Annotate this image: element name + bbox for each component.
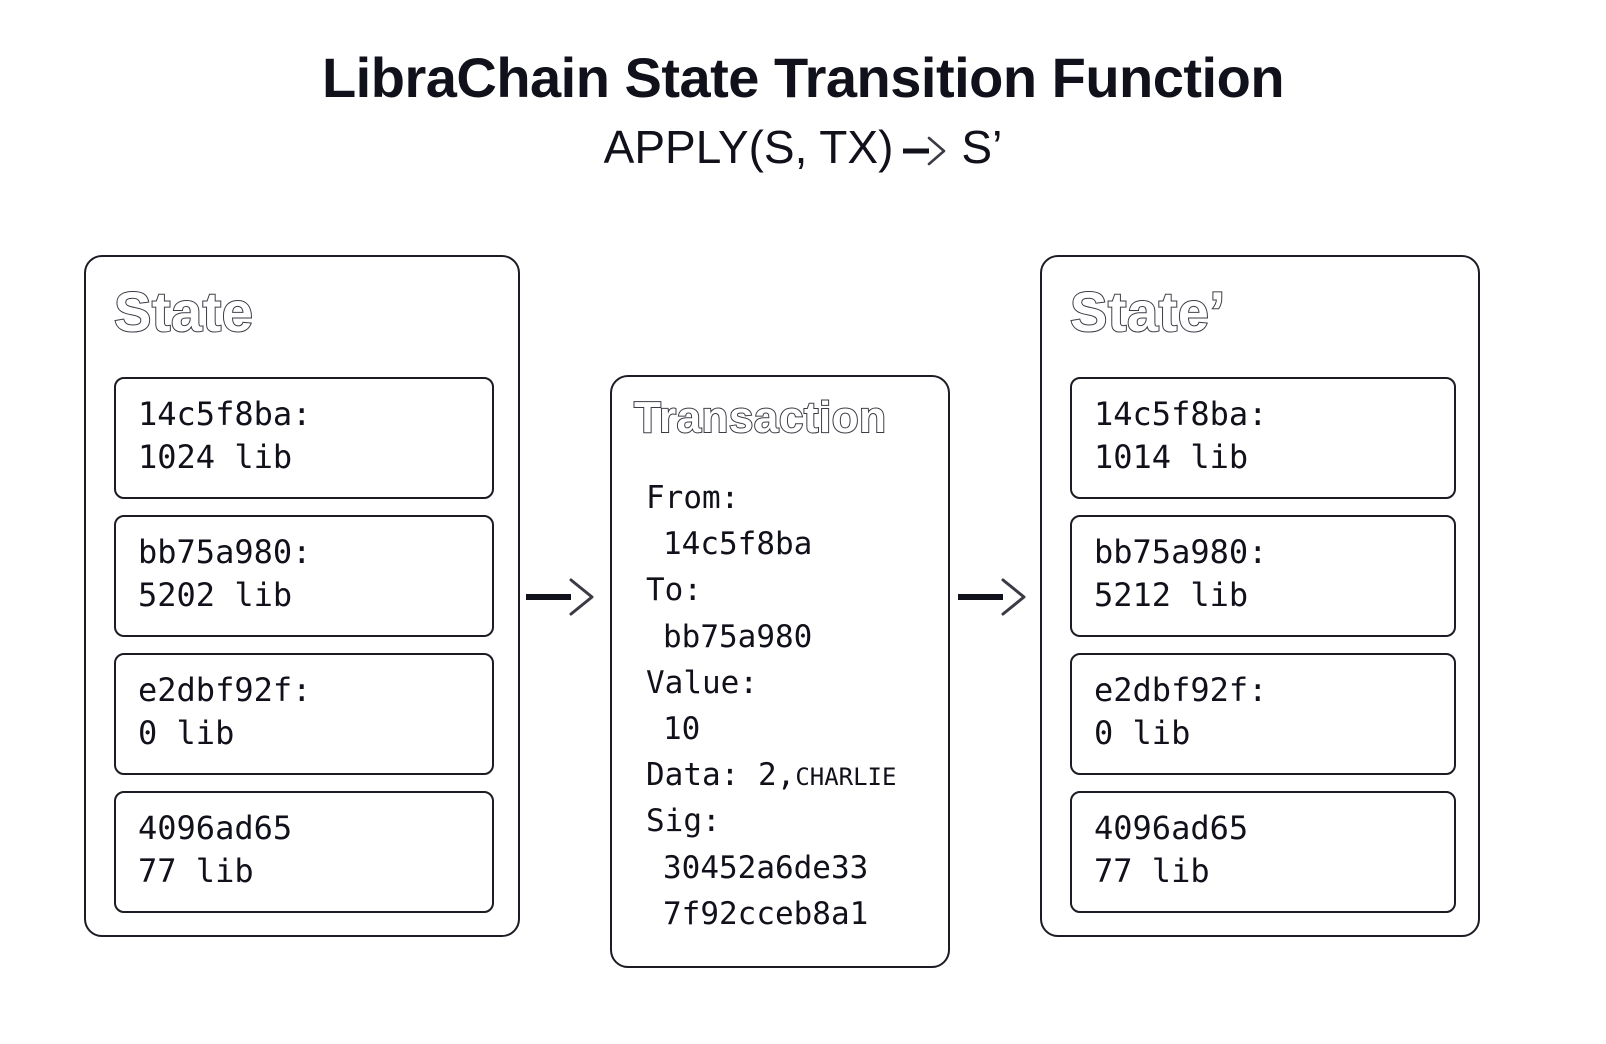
- page-title: LibraChain State Transition Function: [321, 46, 1285, 109]
- account-row: bb75a980: 5212 lib: [1070, 515, 1456, 637]
- account-row: 4096ad65 77 lib: [114, 791, 494, 913]
- tx-data-row: Data: 2,CHARLIE: [646, 752, 946, 798]
- account-row: 14c5f8ba: 1014 lib: [1070, 377, 1456, 499]
- formula-right: S’: [961, 121, 1003, 174]
- tx-to-label: To:: [646, 572, 702, 609]
- account-address: 14c5f8ba:: [1094, 395, 1268, 433]
- tx-value-label: Value:: [646, 664, 758, 701]
- tx-sig-line-2: 7f92cceb8a1: [663, 895, 869, 932]
- transaction-heading: Transaction: [633, 392, 887, 443]
- account-row: bb75a980: 5202 lib: [114, 515, 494, 637]
- tx-from-value: 14c5f8ba: [663, 526, 813, 563]
- account-balance: 1014 lib: [1094, 437, 1249, 476]
- account-balance: 77 lib: [138, 851, 254, 890]
- tx-data-value: 2,: [757, 757, 796, 794]
- tx-data-label: Data:: [646, 757, 758, 794]
- account-address: e2dbf92f:: [138, 671, 312, 709]
- state-before-heading: State: [113, 279, 254, 344]
- transaction-panel: Transaction From: 14c5f8ba To: bb75a980 …: [610, 375, 950, 968]
- account-balance: 5202 lib: [138, 575, 293, 614]
- tx-sig-line-1: 30452a6de33: [663, 849, 869, 886]
- tx-data-tag: CHARLIE: [795, 763, 897, 792]
- tx-from-label: From:: [646, 480, 740, 516]
- tx-sig-label: Sig:: [646, 803, 721, 840]
- state-after-panel: State’ 14c5f8ba: 1014 lib bb75a980: 5212…: [1040, 255, 1480, 937]
- account-address: bb75a980:: [1094, 533, 1268, 571]
- account-balance: 0 lib: [1094, 713, 1191, 752]
- account-address: 14c5f8ba:: [138, 395, 312, 433]
- right-arrow-icon: [524, 574, 606, 620]
- title-block: LibraChain State Transition Function APP…: [0, 46, 1606, 173]
- state-before-panel: State 14c5f8ba: 1024 lib bb75a980: 5202 …: [84, 255, 520, 937]
- formula-subtitle: APPLY(S, TX) S’: [0, 122, 1606, 173]
- account-row: e2dbf92f: 0 lib: [114, 653, 494, 775]
- tx-value-value: 10: [663, 710, 701, 747]
- account-balance: 0 lib: [138, 713, 235, 752]
- account-address: 4096ad65: [1094, 809, 1249, 847]
- account-row: 4096ad65 77 lib: [1070, 791, 1456, 913]
- account-address: e2dbf92f:: [1094, 671, 1268, 709]
- account-balance: 5212 lib: [1094, 575, 1249, 614]
- state-after-heading: State’: [1069, 279, 1226, 344]
- transaction-fields: From: 14c5f8ba To: bb75a980 Value: 10 Da…: [646, 475, 946, 937]
- account-address: bb75a980:: [138, 533, 312, 571]
- account-address: 4096ad65: [138, 809, 293, 847]
- account-row: 14c5f8ba: 1024 lib: [114, 377, 494, 499]
- formula-left: APPLY(S, TX): [603, 121, 894, 174]
- account-balance: 1024 lib: [138, 437, 293, 476]
- right-arrow-icon: [899, 134, 955, 168]
- account-balance: 77 lib: [1094, 851, 1210, 890]
- tx-to-value: bb75a980: [663, 618, 813, 655]
- account-row: e2dbf92f: 0 lib: [1070, 653, 1456, 775]
- right-arrow-icon: [956, 574, 1038, 620]
